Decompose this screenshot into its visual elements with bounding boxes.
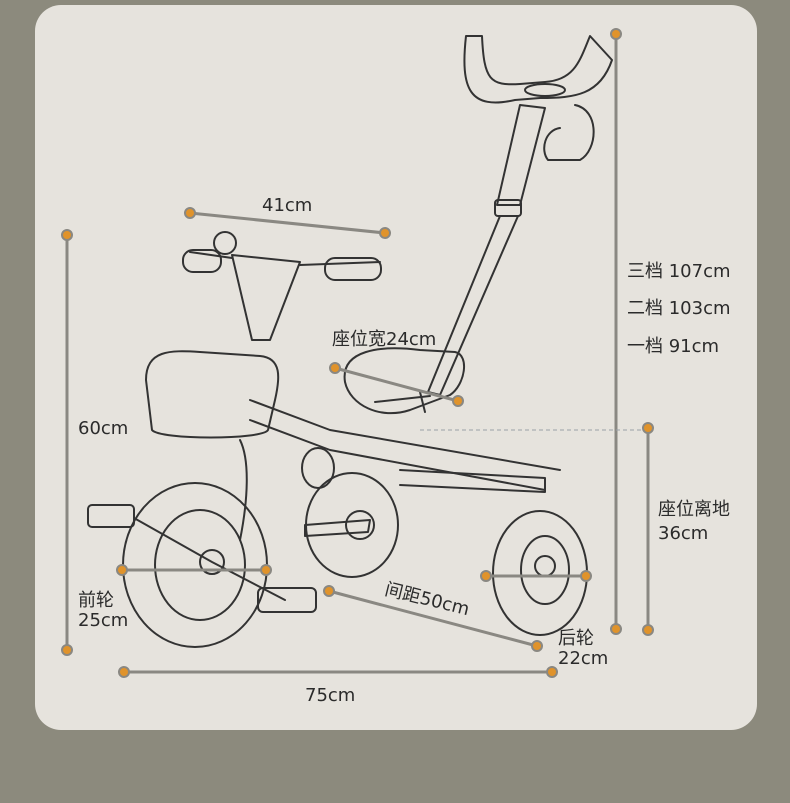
dot-overall-height-top	[61, 229, 73, 241]
label-rear-wheel-title: 后轮	[558, 628, 594, 649]
rear-right-wheel-hub	[534, 555, 556, 577]
seat-belt	[374, 391, 431, 413]
dot-wheel-spacing-right	[531, 640, 543, 652]
dot-handlebar-left	[184, 207, 196, 219]
front-wheel-hub	[199, 549, 225, 575]
dot-overall-length-left	[118, 666, 130, 678]
dot-total-height-bottom	[610, 623, 622, 635]
dot-seat-width-left	[329, 362, 341, 374]
pedal-left	[87, 504, 135, 528]
dim-line-handlebar	[188, 211, 387, 235]
push-handle-grip	[524, 83, 566, 97]
push-rod-upper	[496, 104, 546, 206]
dot-wheel-spacing-left	[323, 585, 335, 597]
dot-total-height-top	[610, 28, 622, 40]
dim-line-wheel-spacing	[327, 589, 539, 648]
dot-rear-wheel-right	[580, 570, 592, 582]
rear-left-hub	[345, 510, 375, 540]
push-handle	[463, 35, 613, 104]
rear-right-wheel-rim	[520, 535, 570, 605]
rear-right-wheel-tire	[492, 510, 588, 636]
front-wheel-rim	[154, 509, 246, 621]
rear-frame	[399, 469, 546, 493]
label-seat-height-value: 36cm	[658, 523, 709, 544]
front-basket	[145, 350, 280, 439]
dot-rear-wheel-left	[480, 570, 492, 582]
push-rod-clamp	[494, 199, 522, 217]
crank	[133, 517, 286, 601]
label-front-wheel-value: 25cm	[78, 610, 129, 631]
dot-seat-height-top	[642, 422, 654, 434]
seat	[343, 347, 465, 415]
label-rear-wheel-value: 22cm	[558, 648, 609, 669]
handlebar	[189, 251, 381, 266]
handlebar-grip-left	[182, 249, 222, 273]
dot-seat-width-right	[452, 395, 464, 407]
dot-seat-height-bottom	[642, 624, 654, 636]
label-seat-height-title: 座位离地	[658, 499, 730, 520]
label-height-level-1: 一档 91cm	[627, 336, 720, 357]
main-frame	[249, 399, 561, 491]
dot-overall-length-right	[546, 666, 558, 678]
push-handle-cup	[543, 104, 595, 161]
bell	[213, 231, 237, 255]
dot-front-wheel-right	[260, 564, 272, 576]
front-lamp	[301, 447, 335, 489]
pedal-right	[257, 587, 317, 613]
label-seat-width: 座位宽24cm	[332, 329, 437, 350]
handlebar-grip-right	[324, 257, 382, 281]
steering-column	[231, 254, 301, 341]
dot-handlebar-right	[379, 227, 391, 239]
label-handlebar-width: 41cm	[262, 195, 313, 216]
dim-line-seat-width	[333, 366, 460, 403]
dot-overall-height-bottom	[61, 644, 73, 656]
label-front-wheel-title: 前轮	[78, 590, 114, 611]
dot-front-wheel-left	[116, 564, 128, 576]
label-height-level-3: 三档 107cm	[627, 261, 731, 282]
push-rod-lower	[427, 215, 519, 396]
label-overall-length: 75cm	[305, 685, 356, 706]
footrest	[304, 519, 371, 537]
tricycle-illustration	[87, 35, 613, 648]
front-fork	[239, 439, 248, 541]
label-overall-height: 60cm	[78, 418, 129, 439]
label-height-level-2: 二档 103cm	[627, 298, 731, 319]
